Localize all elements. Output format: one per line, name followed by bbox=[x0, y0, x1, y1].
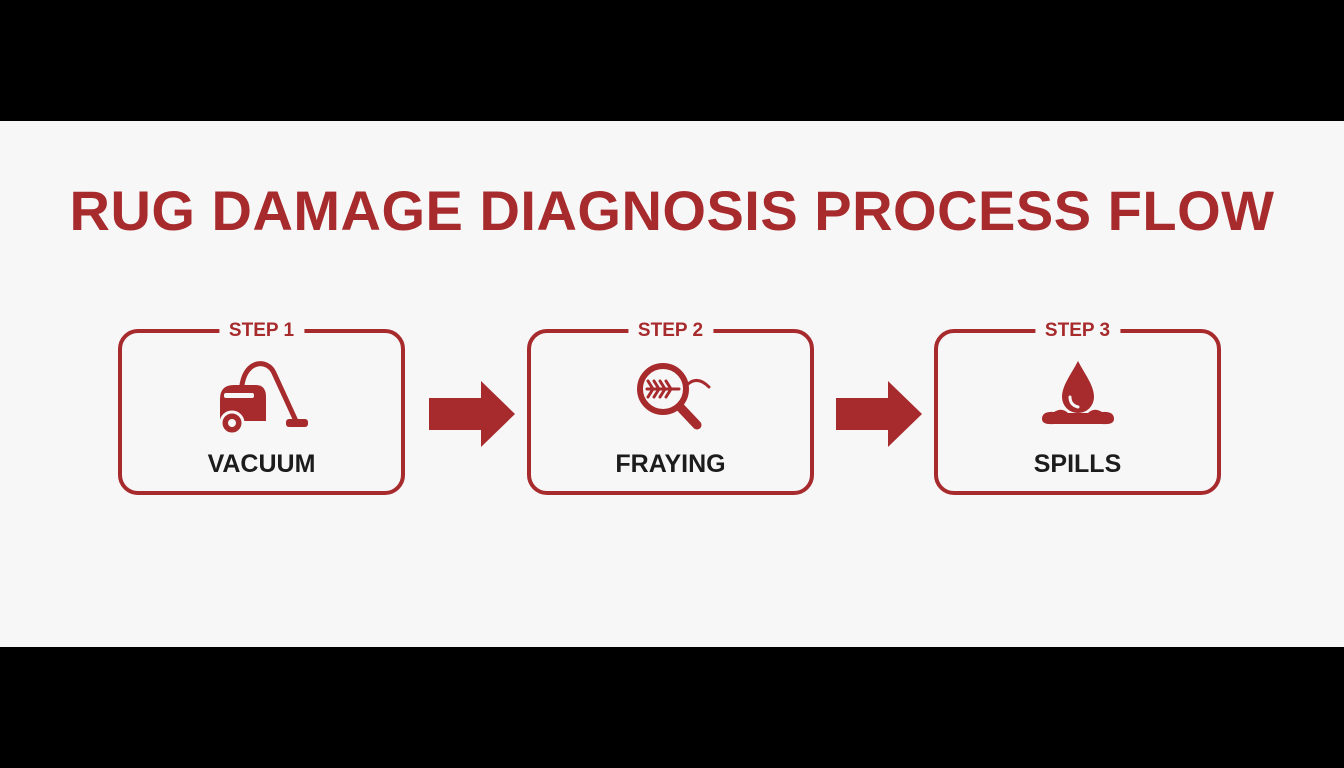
step-label: STEP 2 bbox=[627, 319, 714, 343]
step-name: VACUUM bbox=[207, 450, 316, 478]
step-name: SPILLS bbox=[1033, 450, 1122, 478]
step-box-3: STEP 3 SPILLS bbox=[934, 319, 1221, 495]
step-label: STEP 1 bbox=[218, 319, 305, 343]
step-box-2: STEP 2 FRAYING bbox=[527, 319, 814, 495]
arrow-right-icon bbox=[429, 381, 515, 447]
diagram-canvas: RUG DAMAGE DIAGNOSIS PROCESS FLOW STEP 1… bbox=[0, 121, 1344, 647]
step-label: STEP 3 bbox=[1034, 319, 1121, 343]
magnifying-glass-icon bbox=[636, 363, 710, 430]
step-box-1: STEP 1 VACUUM bbox=[118, 319, 405, 495]
liquid-drop-icon bbox=[1041, 361, 1114, 425]
arrow-right-icon bbox=[836, 381, 922, 447]
step-name: FRAYING bbox=[615, 450, 726, 478]
diagram-title: RUG DAMAGE DIAGNOSIS PROCESS FLOW bbox=[69, 179, 1275, 242]
vacuum-cleaner-icon bbox=[219, 361, 308, 436]
